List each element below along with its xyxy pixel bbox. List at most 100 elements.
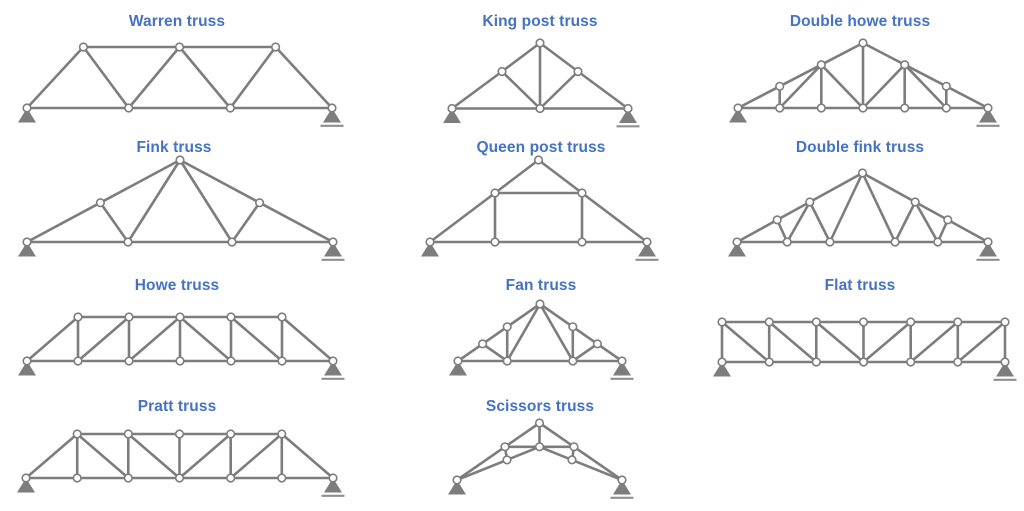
truss-joint — [123, 429, 133, 439]
truss-joint — [764, 357, 774, 367]
roller-support-icon — [638, 242, 656, 257]
pin-support-icon — [728, 242, 746, 257]
truss-joint — [642, 237, 652, 247]
truss-joint — [953, 357, 963, 367]
truss-member — [178, 432, 232, 480]
truss-member — [538, 421, 576, 449]
truss-member — [500, 70, 542, 110]
truss-joint — [277, 356, 287, 366]
truss-joint — [72, 429, 82, 439]
pin-support-icon — [729, 108, 747, 123]
truss-joint — [425, 237, 435, 247]
truss-member — [503, 421, 541, 449]
truss-member — [455, 458, 509, 482]
pin-support-icon — [18, 361, 36, 376]
truss-member — [735, 218, 779, 244]
truss-joint — [534, 418, 545, 428]
roller-support-icon — [324, 361, 342, 376]
truss-joint — [953, 317, 963, 327]
truss-member — [99, 158, 182, 204]
truss-joint — [124, 103, 134, 113]
truss-joint — [617, 356, 627, 366]
truss-member — [505, 445, 541, 462]
truss-member — [25, 45, 85, 110]
truss-member — [428, 191, 497, 244]
pin-support-icon — [449, 361, 467, 376]
truss-fan — [449, 299, 634, 380]
truss-member — [819, 41, 865, 66]
truss-howe — [18, 312, 345, 380]
truss-member — [505, 302, 542, 363]
pin-support-icon — [18, 242, 36, 257]
roller-support-icon — [323, 108, 341, 123]
truss-joint — [617, 475, 627, 485]
truss-joint — [227, 237, 237, 247]
pin-support-icon — [443, 108, 461, 123]
truss-joint — [782, 237, 792, 247]
truss-member — [450, 70, 504, 110]
truss-king-post — [443, 38, 640, 128]
truss-joint — [21, 473, 31, 483]
truss-member — [229, 432, 284, 480]
truss-joint — [623, 103, 633, 114]
truss-member — [946, 218, 990, 244]
truss-member — [538, 302, 575, 329]
roller-support-icon — [613, 361, 631, 376]
truss-member — [500, 41, 542, 73]
truss-joint — [1000, 357, 1010, 367]
truss-member — [903, 63, 948, 110]
truss-member — [493, 158, 540, 195]
pin-support-icon — [448, 480, 466, 495]
truss-joint — [535, 103, 545, 114]
truss-joint — [174, 473, 185, 483]
truss-joint — [900, 103, 910, 113]
truss-member — [24, 432, 79, 480]
truss-joint — [226, 312, 236, 322]
truss-joint — [811, 317, 821, 327]
truss-member — [720, 320, 771, 364]
truss-joint — [277, 312, 287, 322]
truss-joint — [858, 317, 869, 327]
truss-member — [178, 315, 233, 363]
truss-member — [778, 63, 823, 110]
truss-member — [785, 200, 812, 244]
truss-member — [481, 325, 509, 346]
pin-support-icon — [421, 242, 439, 257]
truss-joint — [502, 356, 512, 366]
truss-member — [862, 320, 913, 364]
truss-member — [903, 63, 948, 88]
truss-joint — [500, 442, 510, 452]
truss-joint — [226, 473, 236, 483]
truss-member — [819, 63, 865, 110]
truss-member — [127, 315, 182, 363]
truss-joint — [22, 237, 32, 247]
truss-joint — [490, 188, 500, 198]
truss-joint — [805, 197, 815, 207]
truss-joint — [497, 66, 507, 77]
truss-joint — [941, 81, 951, 91]
truss-joint — [592, 339, 603, 349]
truss-member — [913, 200, 940, 244]
truss-member — [944, 85, 990, 110]
truss-joint — [983, 103, 993, 113]
truss-pratt — [17, 429, 345, 497]
truss-joint — [73, 356, 83, 366]
truss-member — [456, 342, 484, 363]
truss-member — [127, 432, 181, 480]
truss-member — [274, 45, 334, 110]
roller-support-icon — [996, 362, 1014, 377]
truss-fink — [18, 155, 345, 261]
truss-member — [25, 315, 80, 363]
truss-member — [893, 200, 917, 244]
truss-joint — [328, 473, 338, 483]
truss-joint — [533, 155, 544, 165]
truss-member — [861, 171, 897, 244]
truss-joint — [890, 237, 900, 247]
roller-support-icon — [324, 242, 342, 257]
truss-joint — [568, 322, 578, 332]
pin-support-icon — [713, 362, 731, 377]
truss-double-howe — [729, 38, 1000, 127]
pin-support-icon — [18, 108, 36, 123]
truss-joint — [569, 442, 579, 452]
